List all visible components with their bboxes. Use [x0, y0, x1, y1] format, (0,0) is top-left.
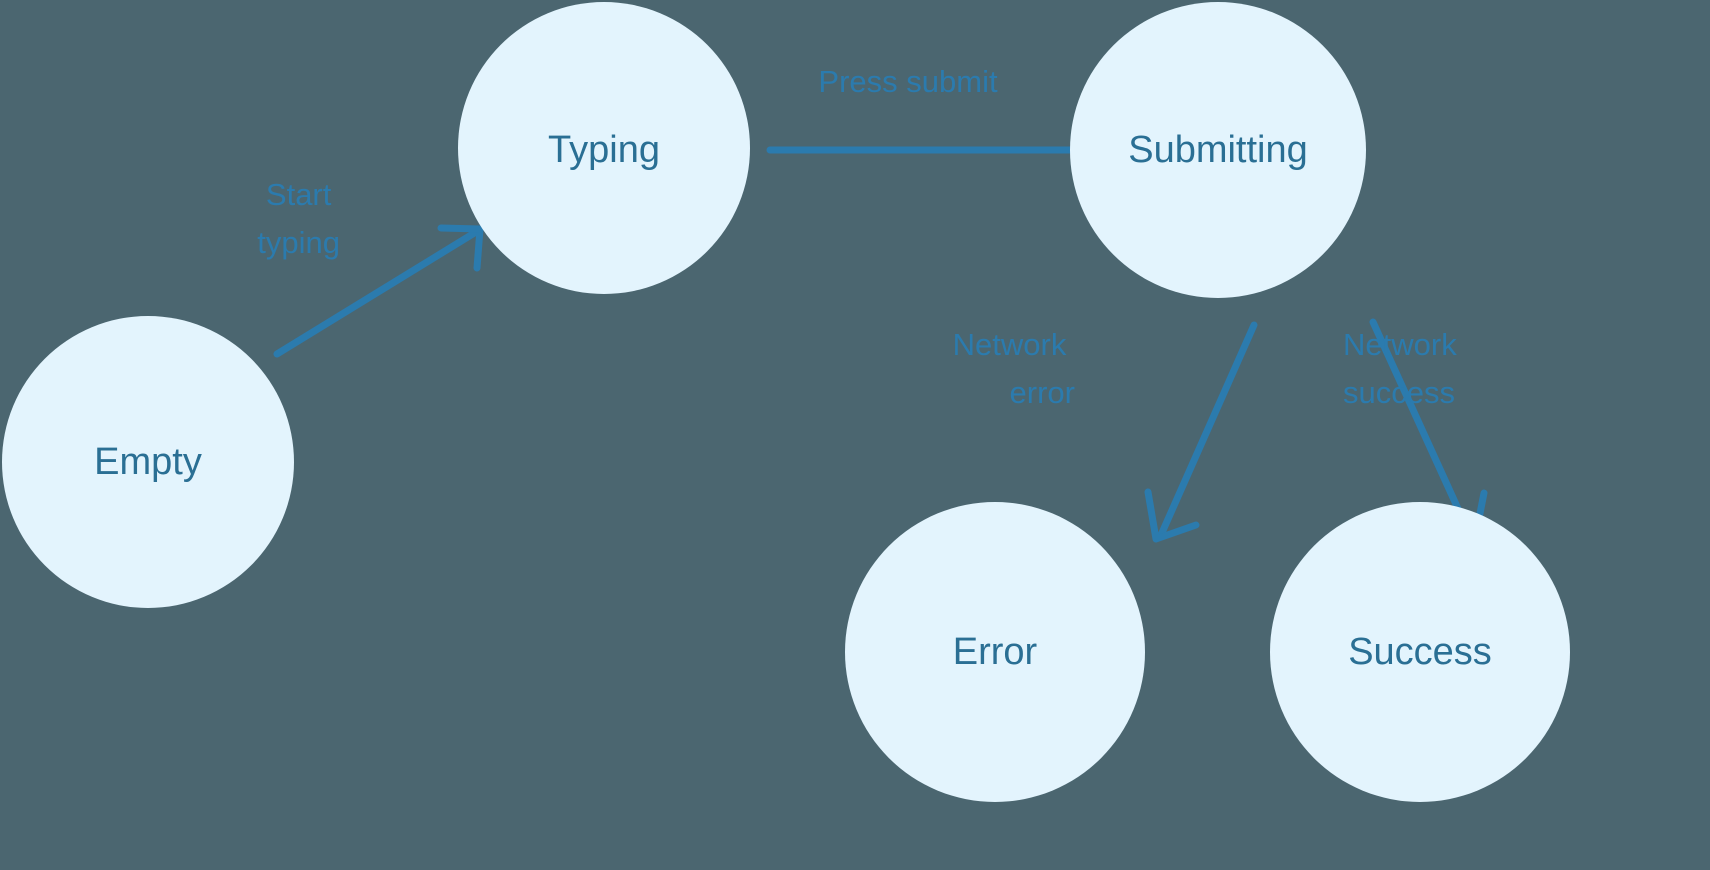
state-node-empty-label: Empty [94, 441, 202, 483]
state-node-error[interactable]: Error [845, 502, 1145, 802]
edge-label-empty-to-typing: Start typing [257, 177, 340, 260]
edge-label-submitting-to-success: Network success [1343, 327, 1465, 410]
edge-label-line: typing [257, 225, 340, 260]
state-node-error-label: Error [953, 631, 1038, 673]
state-node-success-circle [1270, 502, 1570, 802]
edge-label-line: Start [266, 177, 332, 212]
edge-submitting-to-error[interactable]: Network error [953, 321, 1258, 543]
edge-line-empty-to-typing [273, 228, 480, 358]
state-node-typing[interactable]: Typing [458, 2, 750, 294]
state-node-empty-circle [2, 316, 294, 608]
edge-label-line: Network [953, 327, 1067, 362]
state-node-typing-circle [458, 2, 750, 294]
edge-empty-to-typing[interactable]: Start typing [257, 177, 484, 358]
edge-label-line: Press submit [818, 64, 998, 99]
edge-typing-to-submitting[interactable]: Press submit [766, 64, 1150, 183]
edge-label-line: Network [1343, 327, 1457, 362]
state-node-empty[interactable]: Empty [2, 316, 294, 608]
edge-label-submitting-to-error: Network error [953, 327, 1075, 410]
edge-line-submitting-to-success [1369, 318, 1474, 539]
arrowhead-submitting-to-error [1144, 488, 1200, 543]
edge-label-line: success [1343, 375, 1455, 410]
state-node-typing-label: Typing [548, 129, 660, 171]
state-node-success-label: Success [1348, 631, 1492, 673]
arrowhead-empty-to-typing [437, 224, 484, 272]
edge-label-line: error [1010, 375, 1075, 410]
state-node-success[interactable]: Success [1270, 502, 1570, 802]
edge-line-submitting-to-error [1157, 321, 1258, 539]
edge-label-typing-to-submitting: Press submit [818, 64, 998, 99]
state-node-submitting-label: Submitting [1128, 129, 1308, 171]
state-node-submitting[interactable]: Submitting [1070, 2, 1366, 298]
state-node-submitting-circle [1070, 2, 1366, 298]
state-node-error-circle [845, 502, 1145, 802]
